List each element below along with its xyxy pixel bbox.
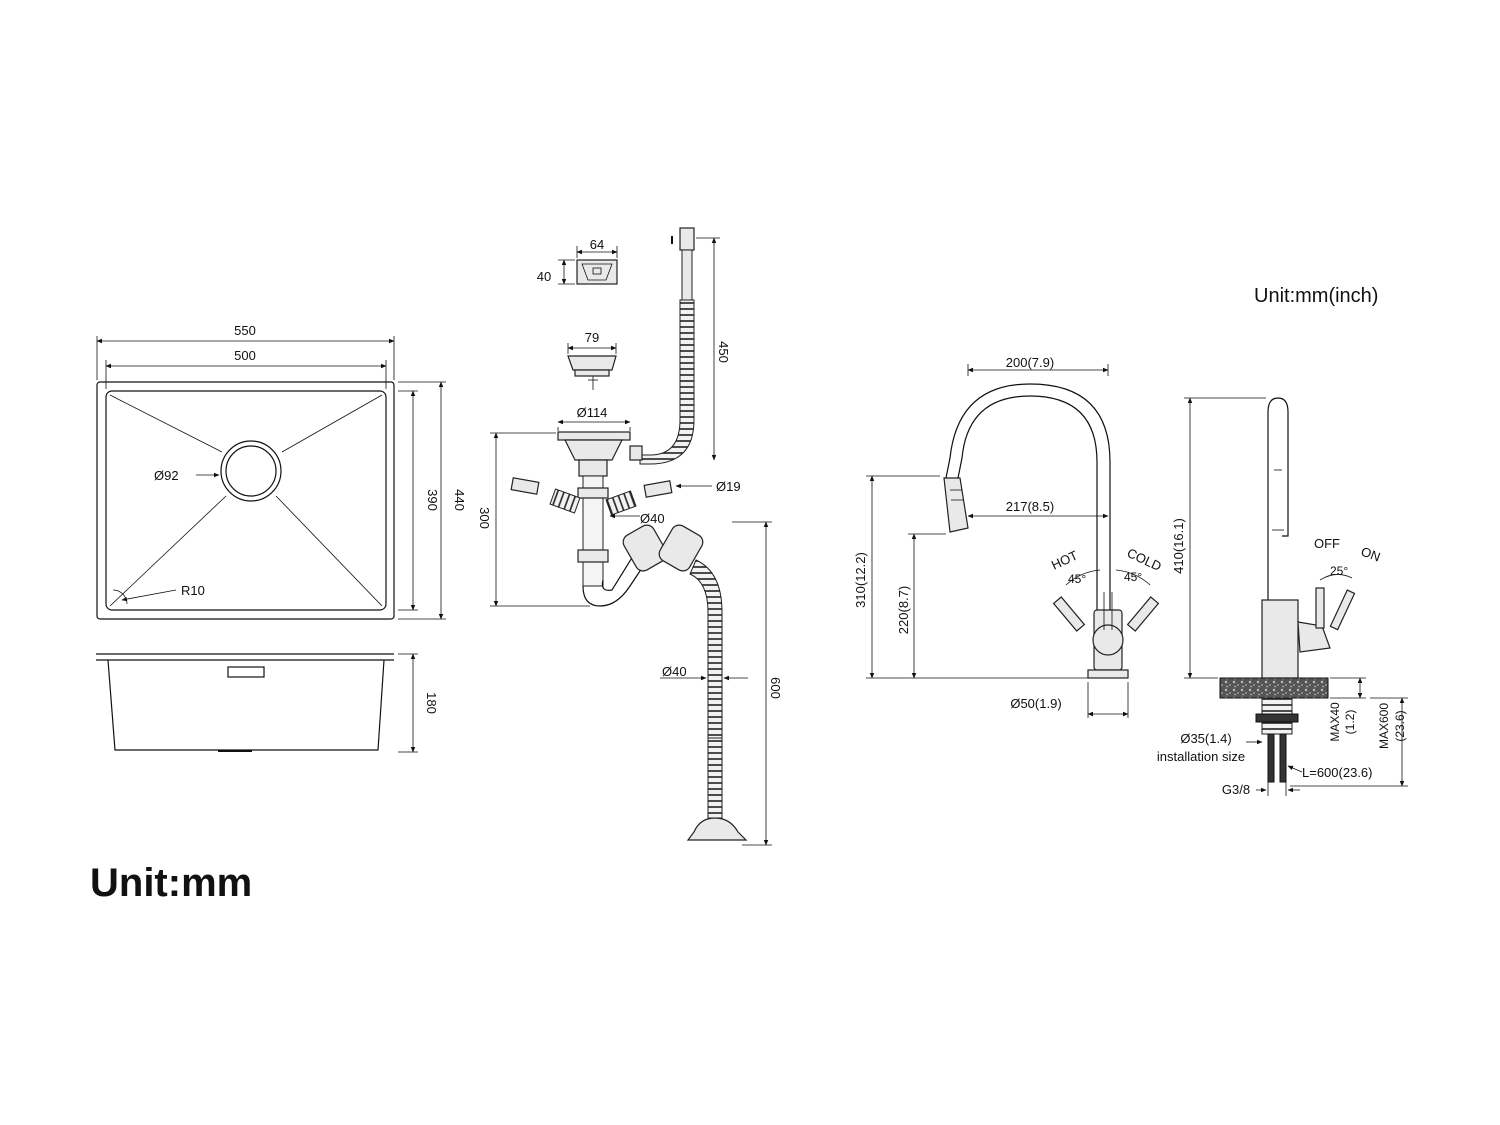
unit-label-main: Unit:mm — [90, 861, 252, 905]
drain-hose-length-label: 600 — [768, 677, 783, 699]
sink-inner-depth: 390 — [425, 489, 440, 511]
drain-kit: 64 40 79 450 Ø114 — [477, 227, 783, 846]
sink-bowl — [105, 390, 387, 611]
overflow-hose-length: 450 — [716, 341, 731, 363]
overflow-hose-diameter-label: Ø19 — [716, 479, 741, 494]
base-diameter-label: Ø50(1.9) — [1010, 696, 1061, 711]
faucet-side-view: OFF ON 25° 410(16.1) MAX40 (1.2) MAX600 … — [1157, 397, 1408, 797]
faucet-side-spout — [1267, 397, 1289, 600]
sink-top-view: 550 500 Ø92 R10 390 440 — [96, 323, 467, 620]
spout-span-label: 200(7.9) — [1006, 355, 1054, 370]
max-hose-inch: (23.6) — [1393, 710, 1407, 741]
strainer-basket — [567, 355, 617, 371]
off-label: OFF — [1314, 536, 1340, 551]
flange-diameter-label: Ø114 — [577, 405, 608, 420]
total-height-side-label: 310(12.2) — [853, 552, 868, 608]
trap-pipe-diameter-label: Ø40 — [640, 511, 665, 526]
spray-head — [943, 477, 969, 533]
overflow-hose — [639, 299, 695, 465]
spout-height-label: 220(8.7) — [896, 586, 911, 634]
max-hose-label: MAX600 — [1377, 703, 1391, 749]
drain-diameter-label: Ø92 — [154, 468, 179, 483]
sink-outer-rim — [96, 381, 395, 620]
overflow-width-label: 64 — [590, 237, 604, 252]
sink-overall-width: 550 — [234, 323, 256, 338]
drain-hole — [220, 440, 282, 502]
faucet-front-view: HOT COLD 45° 45° 200(7.9) 217(8.5) 310(1… — [853, 355, 1164, 718]
thread-label: G3/8 — [1222, 782, 1250, 797]
drain-flange — [557, 431, 631, 441]
trap-height-label: 300 — [477, 507, 492, 529]
hot-angle: 45° — [1068, 572, 1086, 586]
hole-diameter-label: Ø35(1.4) — [1180, 731, 1231, 746]
strainer-diameter-label: 79 — [585, 330, 599, 345]
corner-radius-label: R10 — [181, 583, 205, 598]
on-label: ON — [1359, 544, 1382, 565]
sink-side-view: 180 — [96, 653, 439, 753]
lever-angle-label: 25° — [1330, 564, 1348, 578]
sink-inner-width: 500 — [234, 348, 256, 363]
cold-angle: 45° — [1124, 570, 1142, 584]
drain-hose — [689, 559, 723, 739]
overflow-height-label: 40 — [537, 269, 551, 284]
sink-height: 180 — [424, 692, 439, 714]
unit-label-faucet: Unit:mm(inch) — [1254, 285, 1378, 307]
drain-hose-diameter-label: Ø40 — [662, 664, 687, 679]
max-deck-inch: (1.2) — [1343, 710, 1357, 735]
sink-overall-depth: 440 — [452, 489, 467, 511]
hose-length-label: L=600(23.6) — [1302, 765, 1372, 780]
total-height-label: 410(16.1) — [1171, 518, 1186, 574]
p-trap — [582, 555, 651, 607]
hot-label: HOT — [1049, 548, 1080, 573]
faucet-spout — [957, 395, 1098, 610]
countertop — [1219, 677, 1329, 699]
spout-reach-label: 217(8.5) — [1006, 499, 1054, 514]
max-deck-label: MAX40 — [1328, 702, 1342, 742]
hole-size-label: installation size — [1157, 749, 1245, 764]
